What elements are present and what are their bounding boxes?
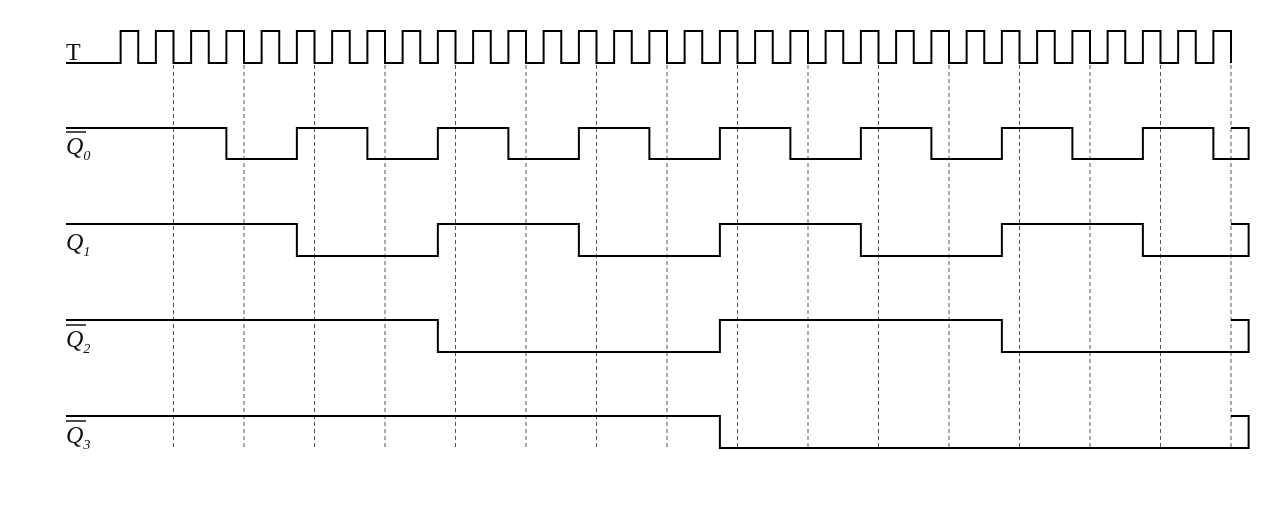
waveform-q3	[66, 415, 1250, 449]
waveform-clock-t	[66, 30, 1232, 64]
waveform-q1	[66, 223, 1250, 257]
waveform-q0	[66, 127, 1250, 160]
waveforms	[66, 30, 1250, 449]
label-clock-t: T	[66, 40, 81, 66]
waveform-q2	[66, 319, 1250, 353]
label-q3: Q3	[66, 423, 90, 453]
label-q1: Q1	[66, 230, 90, 260]
label-q0: Q0	[66, 134, 90, 164]
grid-lines	[173, 30, 1232, 448]
label-q2: Q2	[66, 327, 90, 357]
